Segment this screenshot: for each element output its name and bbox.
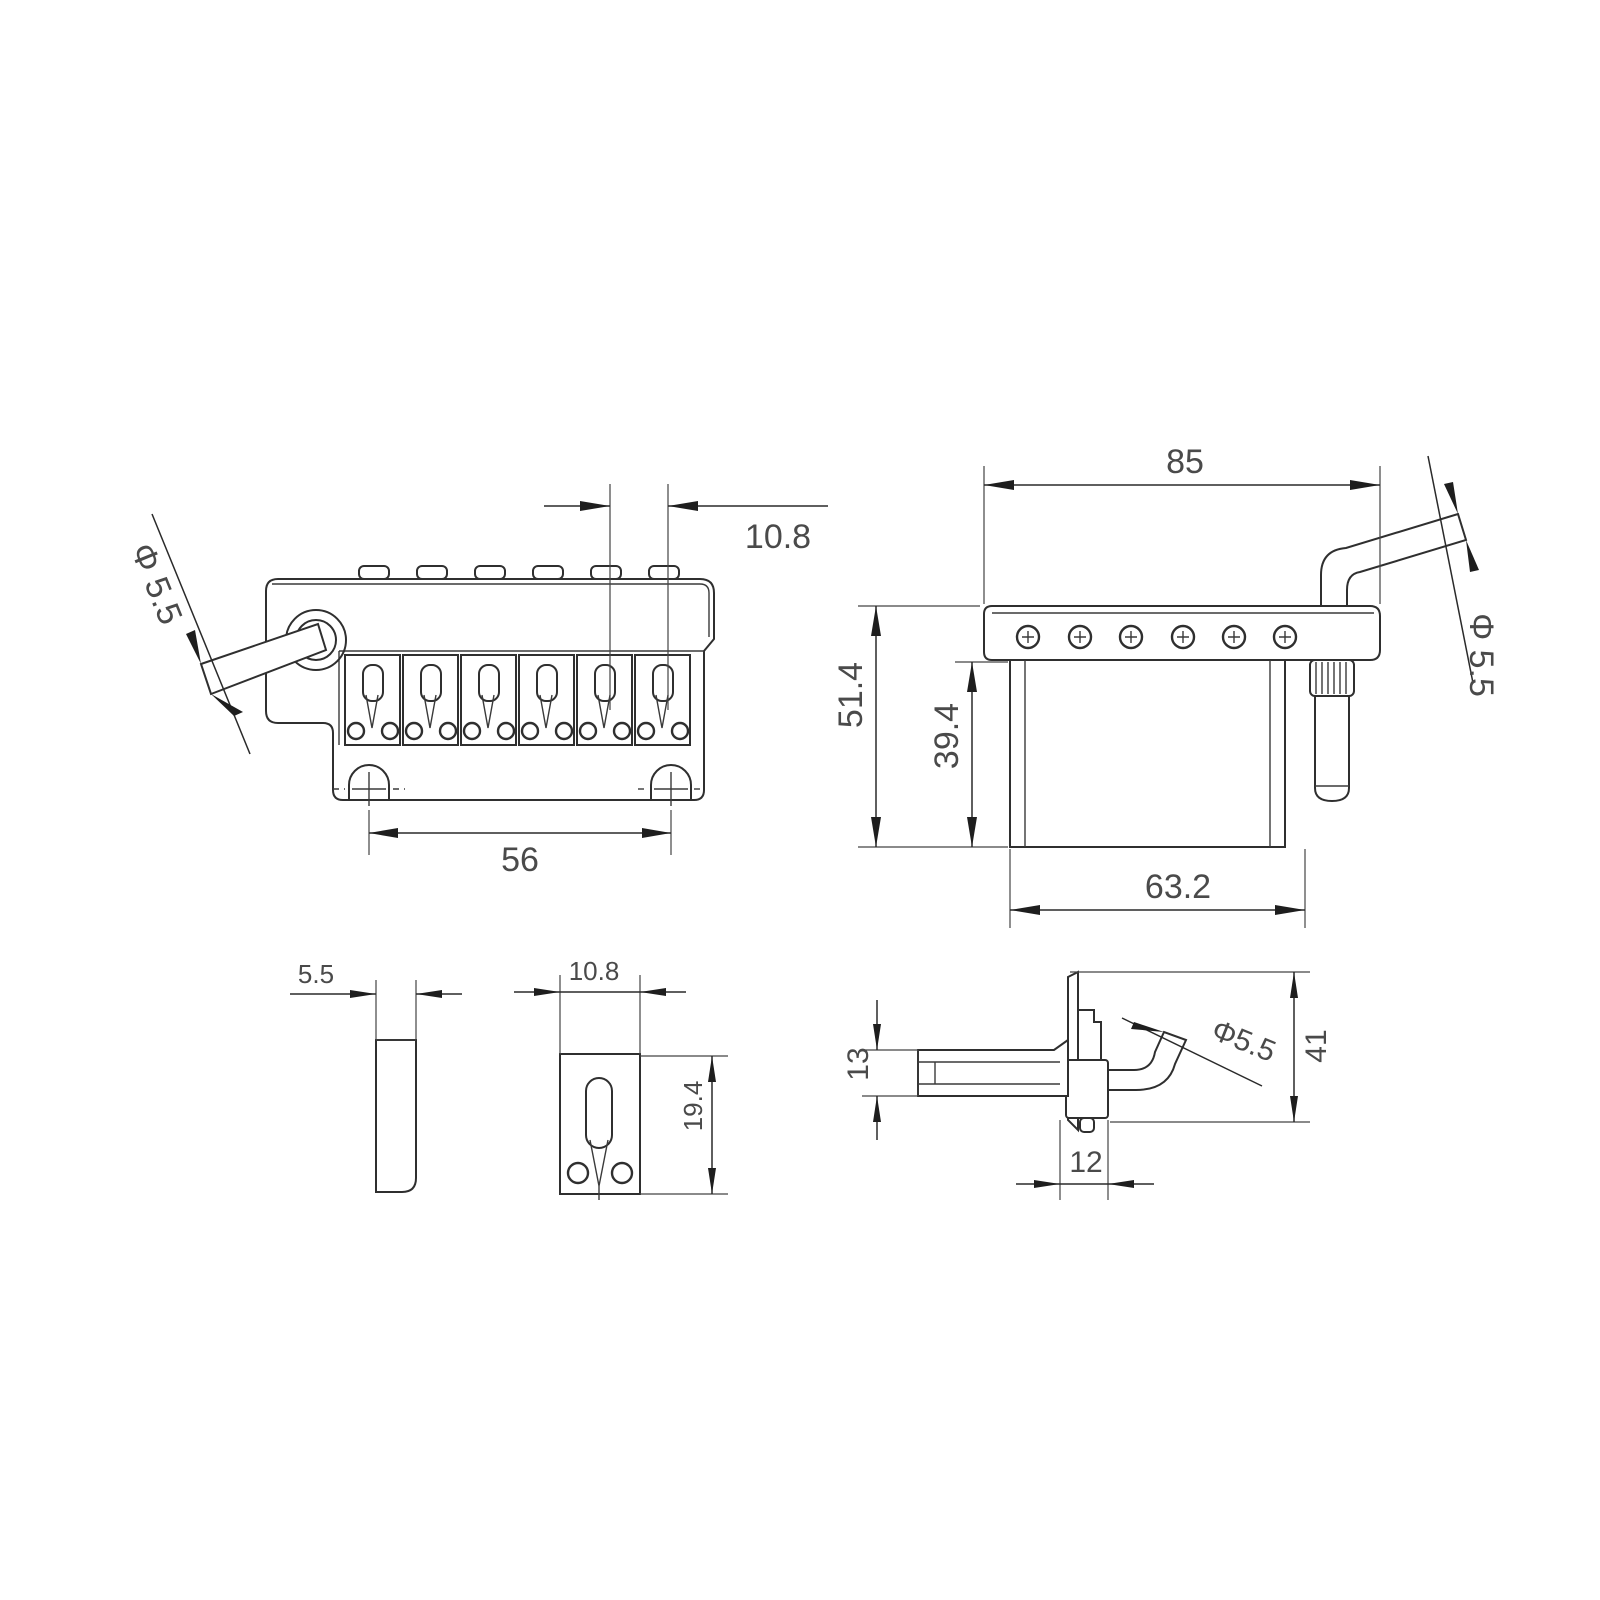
- side-view: 85 51.4 39.4 63.2: [832, 443, 1500, 928]
- dim-41: 41: [1070, 971, 1333, 1123]
- top-view: 41 13 12 Φ5.5: [842, 970, 1333, 1200]
- dim-5-5-label: 5.5: [298, 959, 334, 989]
- dim-10-8-saddle-label: 10.8: [569, 956, 620, 986]
- dim-85-label: 85: [1166, 443, 1204, 481]
- mounting-notches: [333, 764, 704, 806]
- dim-12: 12: [1016, 1120, 1154, 1200]
- saddle-6: [634, 654, 691, 746]
- saddle-5: [576, 654, 633, 746]
- saddle-3: [460, 654, 517, 746]
- dim-56-label: 56: [501, 841, 539, 879]
- dim-arm-label-side: Φ 5.5: [1462, 613, 1500, 697]
- dim-39-4-label: 39.4: [928, 703, 966, 769]
- saddle-slot: [585, 1077, 613, 1149]
- dim-85: 85: [983, 443, 1381, 604]
- dim-5-5-thickness: 5.5: [290, 959, 462, 1040]
- plate-screws: [1015, 624, 1298, 650]
- tremolo-arm: [199, 609, 347, 696]
- dim-13: 13: [842, 1000, 918, 1140]
- tremolo-arm-side: [1320, 512, 1468, 607]
- dim-10-8-saddle: 10.8: [514, 956, 686, 1054]
- dim-63-2: 63.2: [1009, 849, 1306, 928]
- dim-51-4: 51.4: [832, 605, 1008, 848]
- dim-arm-label-front: Φ 5.5: [123, 538, 190, 630]
- front-view: 56 10.8 Φ 5.5: [123, 484, 828, 879]
- saddle-front-view: 10.8 19.4: [514, 956, 728, 1200]
- dim-39-4: 39.4: [928, 661, 1008, 847]
- saddle-side-view: 5.5: [290, 959, 462, 1193]
- dim-10-8-label: 10.8: [745, 518, 811, 556]
- dim-arm-label-top: Φ5.5: [1207, 1014, 1280, 1069]
- dim-51-4-label: 51.4: [832, 662, 870, 728]
- saddle-2: [402, 654, 459, 746]
- fine-tuner-pins: [358, 565, 680, 580]
- dim-10-8-spacing: 10.8: [544, 484, 828, 710]
- saddle-4: [518, 654, 575, 746]
- arm-socket: [1309, 659, 1355, 803]
- dim-63-2-label: 63.2: [1145, 868, 1211, 906]
- saddles: [344, 654, 691, 746]
- saddle-1: [344, 654, 401, 746]
- dim-13-label: 13: [842, 1047, 875, 1080]
- dim-19-4: 19.4: [640, 1055, 728, 1195]
- dim-arm-diameter-front: Φ 5.5: [123, 513, 251, 755]
- dim-56: 56: [368, 810, 672, 879]
- dim-arm-diameter-side: Φ 5.5: [1427, 455, 1500, 697]
- dim-41-label: 41: [1300, 1029, 1333, 1062]
- dim-12-label: 12: [1069, 1146, 1102, 1179]
- sustain-block: [1009, 659, 1286, 848]
- dim-19-4-label: 19.4: [678, 1081, 708, 1132]
